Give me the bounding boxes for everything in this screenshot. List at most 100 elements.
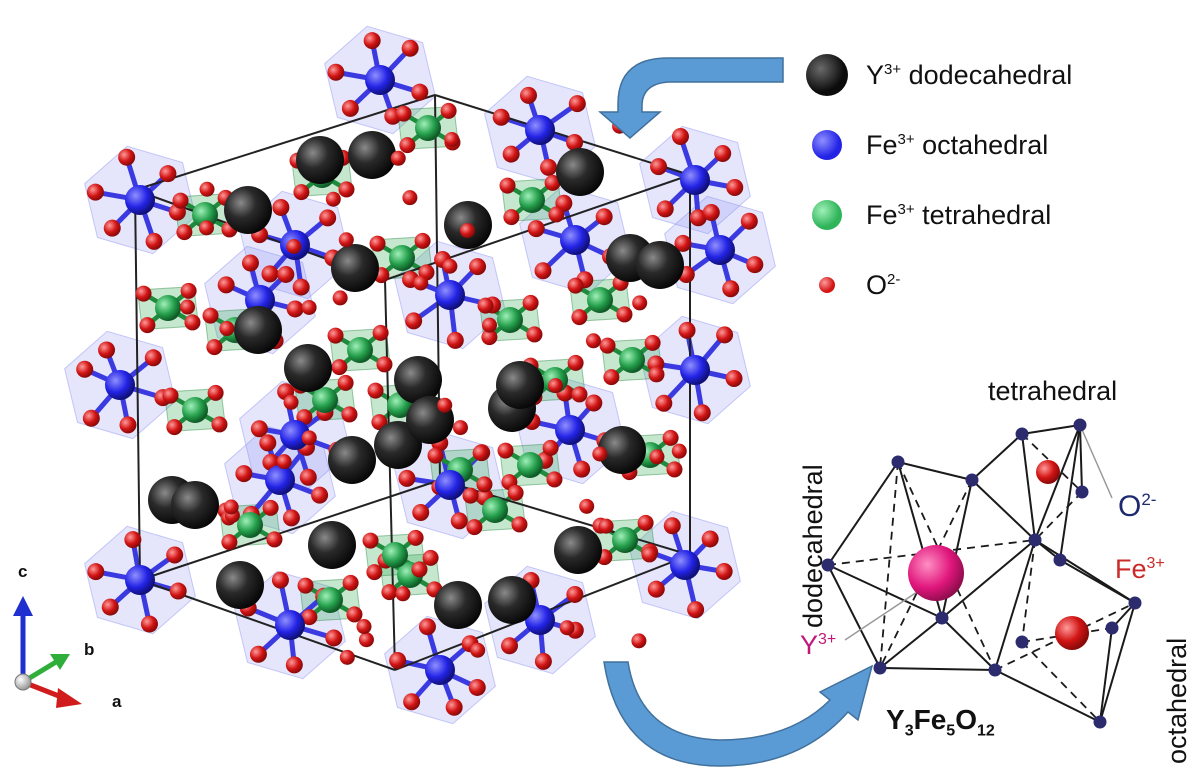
oxygen-atom: [162, 387, 179, 404]
iron-octahedral-atom: [555, 415, 585, 445]
oxygen-atom: [444, 131, 460, 147]
oxygen-atom: [462, 487, 479, 504]
oxygen-atom: [124, 531, 142, 549]
oxygen-atom: [666, 461, 683, 478]
oxygen-atom: [637, 514, 654, 531]
oxygen-atom: [519, 86, 537, 104]
oxygen-atom: [219, 321, 235, 337]
oxygen-atom: [176, 224, 193, 241]
oxygen-atom: [546, 471, 563, 488]
oxygen-atom: [413, 275, 429, 291]
oxygen-atom: [571, 386, 588, 403]
iron-octahedral-atom: [680, 355, 710, 385]
cluster-oxygen-vertex: [1093, 715, 1107, 729]
legend-label-oxygen: O2-: [866, 269, 901, 300]
oxygen-atom: [656, 200, 674, 218]
oxygen-atom: [746, 256, 764, 274]
cluster-oxygen-vertex: [891, 455, 905, 469]
oxygen-atom: [259, 434, 277, 452]
iron-tetrahedral-atom: [612, 527, 638, 553]
oxygen-atom: [459, 223, 475, 239]
label-yttrium-ion: Y3+: [800, 630, 837, 660]
label-octahedral-wrap: octahedral: [1162, 638, 1193, 764]
iron-octahedral-atom: [670, 550, 700, 580]
oxygen-atom: [331, 359, 348, 376]
iron-tetrahedral-atom: [347, 337, 373, 363]
oxygen-atom: [166, 546, 184, 564]
legend: Y3+ dodecahedral Fe3+ octahedral Fe3+ te…: [800, 40, 1190, 320]
cluster-edge: [1021, 433, 1036, 541]
legend-item-fe-octahedral: Fe3+ octahedral: [800, 110, 1190, 180]
yttrium-atom: [434, 581, 482, 629]
cluster-edge: [827, 564, 943, 619]
oxygen-atom: [262, 499, 279, 516]
legend-item-oxygen: O2-: [800, 250, 1190, 320]
oxygen-atom: [502, 145, 520, 163]
yttrium-atom: [348, 131, 396, 179]
arrow-to-legend: [597, 57, 784, 139]
oxygen-atom: [568, 95, 586, 113]
oxygen-atom: [297, 577, 314, 594]
oxygen-atom: [649, 449, 665, 465]
oxygen-atom: [217, 276, 235, 294]
cell-edge: [134, 94, 436, 191]
yttrium-atom: [284, 344, 332, 392]
oxygen-atom: [469, 258, 487, 276]
iron-octahedral-atom: [425, 655, 455, 685]
axis-label-c: c: [18, 562, 28, 581]
iron-octahedral-atom: [125, 185, 155, 215]
oxygen-atom: [140, 615, 158, 633]
fe-tetrahedral-swatch: [812, 200, 842, 230]
label-tetrahedral: tetrahedral: [988, 376, 1118, 406]
oxygen-atom: [571, 309, 588, 326]
axis-a-arrowhead: [56, 688, 82, 708]
oxygen-atom: [381, 584, 398, 601]
cluster-oxygen-vertex: [821, 558, 835, 572]
cluster-edge: [879, 617, 943, 669]
oxygen-atom: [366, 564, 383, 581]
oxygen-atom: [499, 177, 516, 194]
oxygen-atom: [266, 531, 283, 548]
oxygen-atom: [548, 206, 565, 223]
oxygen-atom: [522, 294, 539, 311]
oxygen-atom: [299, 468, 317, 486]
iron-octahedral-atom: [365, 65, 395, 95]
oxygen-atom: [470, 642, 486, 658]
oxygen-atom: [292, 278, 310, 296]
oxygen-atom: [671, 443, 687, 459]
oxygen-atom: [276, 454, 292, 470]
oxygen-atom: [714, 144, 732, 162]
label-dodecahedral-wrap: dodecahedral: [798, 464, 829, 628]
oxygen-atom: [271, 571, 289, 589]
axis-b-arrowhead: [50, 654, 70, 670]
oxygen-atom: [241, 254, 259, 272]
oxygen-atom: [599, 337, 616, 354]
oxygen-atom: [595, 208, 613, 226]
cluster-edge: [971, 433, 1023, 481]
oxygen-atom: [390, 150, 406, 166]
yttrium-atom: [331, 244, 379, 292]
axis-label-b: b: [84, 640, 95, 659]
oxygen-atom: [534, 652, 552, 670]
cluster-edge-dashed: [1021, 641, 1101, 723]
oxygen-atom: [207, 384, 224, 401]
oxygen-atom: [585, 333, 601, 349]
iron-octahedral-atom: [560, 225, 590, 255]
oxygen-atom: [481, 329, 498, 346]
iron-tetrahedral-atom: [312, 387, 338, 413]
oxygen-atom: [540, 158, 558, 176]
oxygen-atom: [369, 235, 386, 252]
yttrium-atom: [556, 148, 604, 196]
oxygen-atom: [534, 262, 552, 280]
oxygen-atom: [180, 282, 197, 299]
oxygen-atom: [341, 99, 359, 117]
iron-tetrahedral-atom: [587, 287, 613, 313]
cluster-oxygen-vertex: [935, 611, 949, 625]
oxygen-atom: [566, 134, 584, 152]
cluster-edge-dashed: [879, 461, 899, 669]
iron-octahedral-atom: [435, 470, 465, 500]
oxygen-atom: [446, 331, 464, 349]
oxygen-atom: [687, 601, 705, 619]
